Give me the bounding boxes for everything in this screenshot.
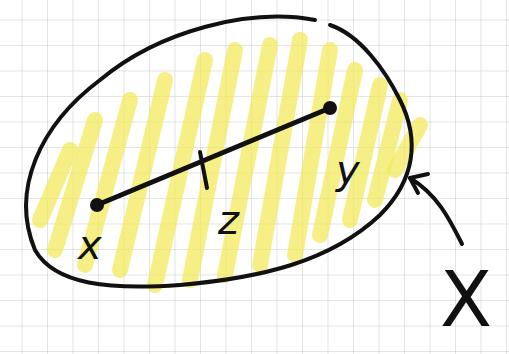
set-outline	[26, 17, 412, 287]
point-dot	[323, 101, 337, 115]
highlight-shading	[40, 40, 420, 285]
pointer-arrowhead	[410, 174, 428, 193]
point-tick	[200, 152, 207, 188]
point-dot	[90, 198, 104, 212]
point-name: x	[78, 225, 102, 265]
point-name: z	[218, 200, 239, 240]
pointer-arrow	[410, 178, 462, 244]
point-name: y	[336, 150, 360, 190]
set-name: X	[440, 262, 492, 338]
line-segment	[97, 108, 330, 205]
